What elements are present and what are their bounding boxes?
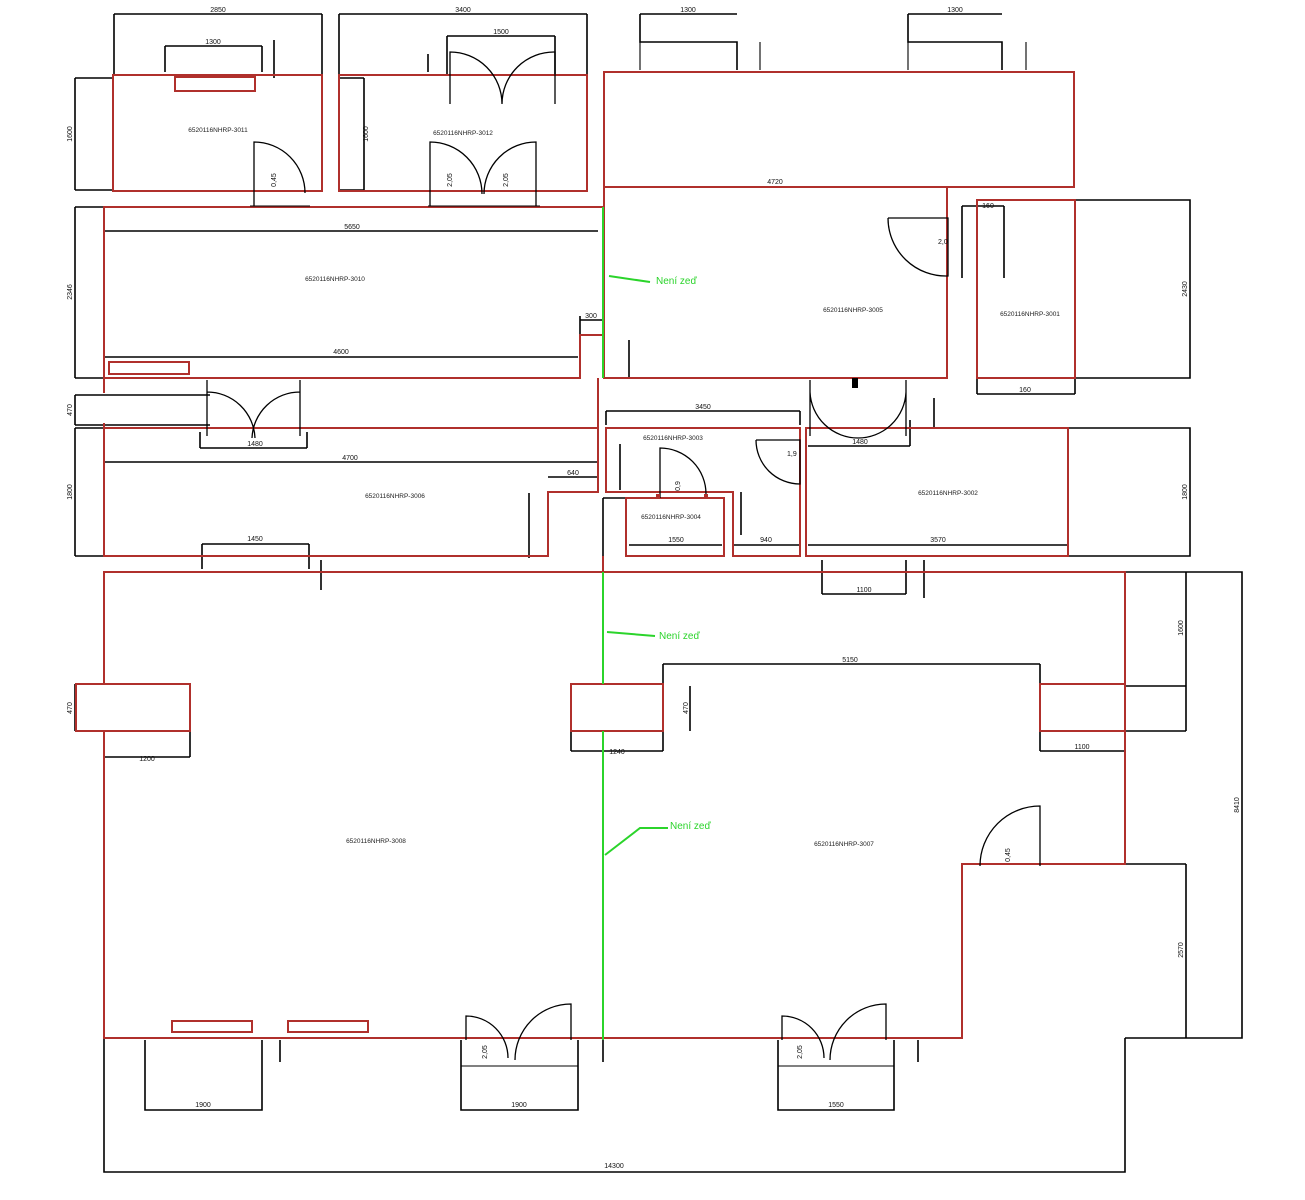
doors [206, 51, 1041, 1061]
door-spec-label: 0,45 [1005, 848, 1012, 862]
dim-label: 1240 [609, 749, 625, 756]
dim-label: 2850 [210, 7, 226, 14]
dim-label: 1100 [1074, 744, 1089, 751]
dim-label: 2570 [1178, 942, 1185, 958]
door-3003 [755, 439, 801, 485]
dim-label: 1600 [67, 126, 74, 142]
dim-label: 4720 [767, 179, 783, 186]
room-walls [75, 71, 1126, 1039]
room-3006-outline [103, 427, 599, 557]
column-left [75, 683, 191, 732]
dim-label: 3570 [930, 537, 946, 544]
dim-label: 1800 [67, 484, 74, 500]
dim-label: 3450 [695, 404, 711, 411]
door-3012-top [449, 51, 556, 105]
dim-label: 1100 [856, 587, 871, 594]
dim-label: 5650 [344, 224, 360, 231]
dim-label: 1300 [680, 7, 696, 14]
dim-label: 2430 [1182, 281, 1189, 297]
hall-outline [103, 571, 1126, 1039]
dim-label: 1200 [139, 756, 155, 763]
room-3004-outline [625, 497, 725, 557]
room-3001-outline [976, 199, 1076, 379]
dim-label: 4700 [342, 455, 358, 462]
dim-label: 8410 [1234, 797, 1241, 813]
dim-label: 1300 [947, 7, 963, 14]
room-label-3008: 6520116NHRP-3008 [346, 838, 406, 845]
radiator-3011 [174, 76, 256, 92]
dim-label: 1300 [205, 39, 221, 46]
dim-label: 1550 [668, 537, 684, 544]
door-3011 [253, 141, 306, 206]
not-a-wall-lines [602, 207, 668, 1040]
dim-label-total-width: 14300 [604, 1163, 624, 1170]
radiator-3010 [108, 361, 190, 375]
dimension-labels: 2850 3400 1300 1300 1300 1500 4720 5650 … [67, 7, 1241, 1170]
door-bottom-center [465, 1003, 572, 1061]
door-spec-label: 2,05 [503, 173, 510, 187]
room-3010-outline [103, 206, 604, 379]
column-center [570, 683, 664, 732]
dim-label: 470 [67, 702, 74, 714]
door-spec-label: 2,05 [797, 1045, 804, 1059]
room-label-3012: 6520116NHRP-3012 [433, 130, 493, 137]
door-spec-label: 0,45 [271, 173, 278, 187]
room-3003-outline [605, 427, 801, 557]
room-label-3001: 6520116NHRP-3001 [1000, 311, 1060, 318]
dim-label: 1800 [1182, 484, 1189, 500]
door-3004 [659, 447, 707, 498]
room-3002-outline [805, 427, 1069, 557]
dim-label: 1900 [195, 1102, 211, 1109]
door-bottom-right [781, 1003, 887, 1061]
dim-label: 3400 [455, 7, 471, 14]
radiator-hall-2 [287, 1020, 369, 1033]
dim-label: 470 [67, 404, 74, 416]
dim-label: 1480 [852, 439, 868, 446]
room-top-right-outline [603, 71, 1075, 188]
room-3012-outline [338, 74, 588, 192]
door-3005 [887, 217, 949, 277]
room-label-3005: 6520116NHRP-3005 [823, 307, 883, 314]
door-spec-label: 1,9 [787, 451, 797, 458]
dim-label: 1900 [511, 1102, 527, 1109]
dimension-lines [74, 13, 1243, 1173]
room-label-3003: 6520116NHRP-3003 [643, 435, 703, 442]
dim-label: 160 [1019, 387, 1031, 394]
dim-label: 1550 [828, 1102, 844, 1109]
room-label-3007: 6520116NHRP-3007 [814, 841, 874, 848]
dim-label: 1500 [493, 29, 509, 36]
dim-label: 1450 [247, 536, 263, 543]
column-right [1039, 683, 1126, 732]
dim-label: 940 [760, 537, 772, 544]
dim-label: 1600 [1178, 620, 1185, 636]
note-not-wall-2: Není zeď [659, 631, 700, 642]
dim-label: 160 [982, 203, 994, 210]
room-label-3006: 6520116NHRP-3006 [365, 493, 425, 500]
dim-label: 300 [585, 313, 597, 320]
dim-label: 1480 [247, 441, 263, 448]
room-label-3011: 6520116NHRP-3011 [188, 127, 248, 134]
door-spec-label: 2,05 [447, 173, 454, 187]
room-label-3010: 6520116NHRP-3010 [305, 276, 365, 283]
door-hall-right [979, 805, 1041, 867]
dim-label: 470 [683, 702, 690, 714]
dim-label: 2346 [67, 284, 74, 300]
room-3011-outline [112, 74, 323, 192]
room-label-3002: 6520116NHRP-3002 [918, 490, 978, 497]
dim-label: 4600 [333, 349, 349, 356]
note-not-wall-3: Není zeď [670, 821, 711, 832]
dim-label: 1600 [363, 126, 370, 142]
radiator-hall-1 [171, 1020, 253, 1033]
door-spec-label: 0,9 [675, 481, 682, 491]
dim-label: 640 [567, 470, 579, 477]
door-spec-label: 2,05 [482, 1045, 489, 1059]
dim-label: 5150 [842, 657, 858, 664]
room-label-3004: 6520116NHRP-3004 [641, 514, 701, 521]
door-corridor-left [206, 380, 301, 439]
door-corridor-right [809, 380, 907, 439]
door-spec-label: 2,0 [938, 239, 948, 246]
note-not-wall-1: Není zeď [656, 276, 697, 287]
door-3012-bottom [429, 141, 537, 206]
